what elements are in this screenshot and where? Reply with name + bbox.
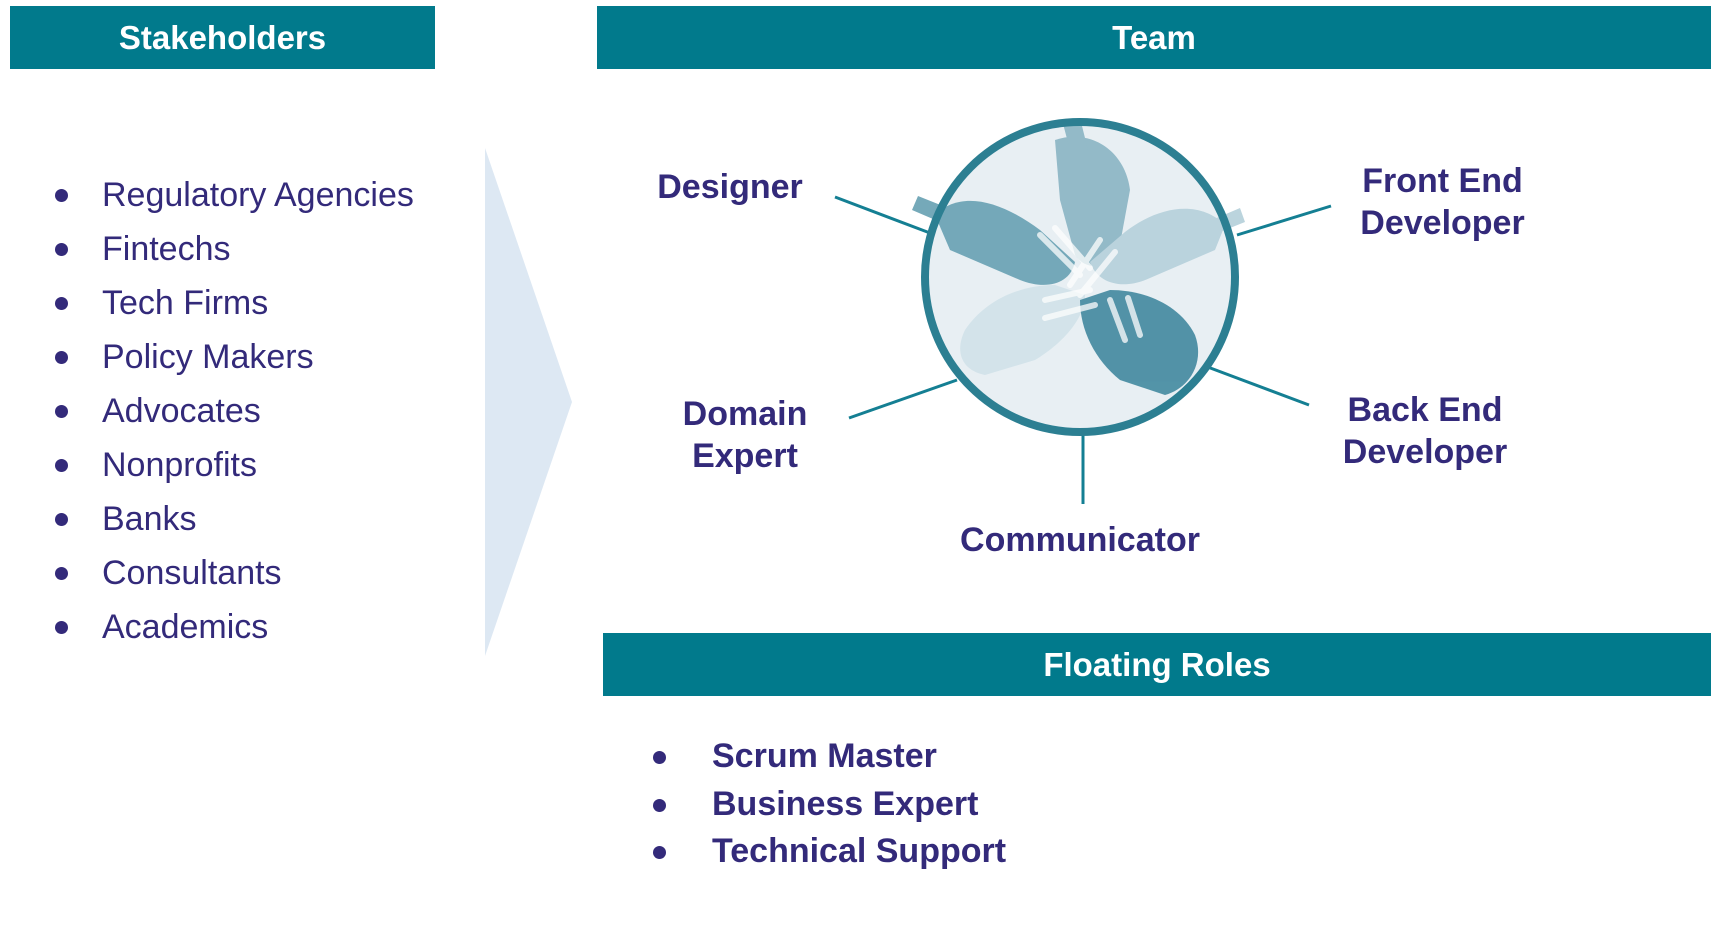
role-communicator: Communicator [950,519,1210,561]
list-item: Business Expert [650,781,1006,829]
list-item: Scrum Master [650,733,1006,781]
bullet-icon [55,297,68,310]
bullet-icon [653,798,666,812]
bullet-icon [653,751,666,764]
bullet-icon [55,405,68,418]
connector-designer [834,195,931,235]
bullet-icon [55,567,68,580]
list-item: Banks [50,492,414,546]
stakeholder-label: Consultants [102,554,282,592]
team-header: Team [597,6,1711,69]
bullet-icon [55,621,68,634]
role-front-end-line-2: Developer [1360,204,1525,242]
stakeholders-header: Stakeholders [10,6,435,69]
stakeholder-label: Nonprofits [102,446,257,484]
stakeholder-label: Regulatory Agencies [102,176,414,214]
list-item: Consultants [50,546,414,600]
role-back-end-line-2: Developer [1342,433,1508,471]
stakeholder-label: Fintechs [102,230,231,268]
list-item: Policy Makers [50,330,414,384]
list-item: Fintechs [50,222,414,276]
bullet-icon [653,846,666,859]
floating-roles-header: Floating Roles [603,633,1711,696]
role-designer-line: Designer [657,168,803,206]
floating-role-label: Scrum Master [712,737,937,775]
role-designer: Designer [650,166,810,208]
role-domain-line-1: Domain [682,395,808,433]
connector-domain [848,378,958,420]
list-item: Regulatory Agencies [50,168,414,222]
role-communicator-line: Communicator [960,521,1200,559]
stakeholder-list: Regulatory Agencies Fintechs Tech Firms … [50,168,414,654]
role-connectors [834,195,1332,504]
floating-roles-list: Scrum Master Business Expert Technical S… [650,733,1006,876]
floating-role-label: Technical Support [712,832,1007,870]
role-front-end-developer: Front End Developer [1345,160,1540,244]
stakeholder-label: Policy Makers [102,338,314,376]
bullet-icon [55,243,68,256]
list-item: Nonprofits [50,438,414,492]
role-front-end-line-1: Front End [1362,162,1523,200]
role-domain-expert: Domain Expert [670,393,820,477]
bullet-icon [55,513,68,526]
role-back-end-developer: Back End Developer [1330,389,1520,473]
stakeholder-label: Advocates [102,392,261,430]
role-domain-line-2: Expert [692,437,798,475]
list-item: Advocates [50,384,414,438]
stakeholder-label: Tech Firms [102,284,269,322]
chevron-arrow [485,148,572,656]
list-item: Academics [50,600,414,654]
bullet-icon [55,351,68,364]
role-back-end-line-1: Back End [1347,391,1503,429]
hands-together-icon [912,118,1245,436]
stakeholder-label: Banks [102,500,197,538]
connector-backend [1204,364,1310,407]
bullet-icon [55,189,68,202]
list-item: Tech Firms [50,276,414,330]
list-item: Technical Support [650,828,1006,876]
bullet-icon [55,459,68,472]
connector-frontend [1236,204,1332,237]
floating-role-label: Business Expert [712,784,979,823]
stakeholder-label: Academics [102,608,269,646]
